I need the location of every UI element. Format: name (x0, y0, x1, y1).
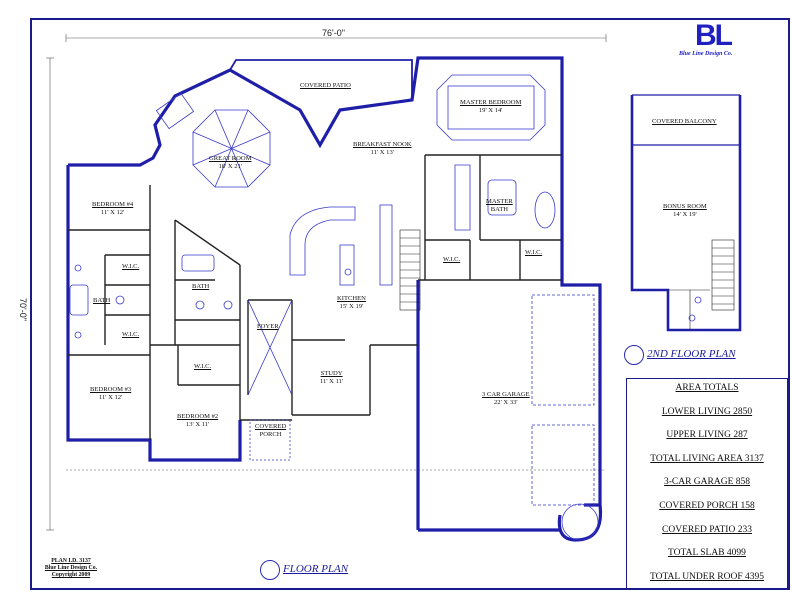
area-row: 3-CAR GARAGE 858 (663, 477, 751, 488)
room-bonus-room: BONUS ROOM 14' X 19' (663, 203, 707, 219)
room-bath-hall: BATH (192, 283, 209, 291)
room-size: BATH (490, 206, 508, 213)
plan-id-block: PLAN I.D. 3137 Blue Line Design Co. Copy… (32, 558, 110, 579)
second-floor-marker (624, 345, 644, 365)
room-size: 11' X 12' (100, 209, 125, 216)
room-size: 22' X 33' (494, 399, 518, 406)
company-logo: BL Blue Line Design Co. (679, 21, 783, 61)
area-row: UPPER LIVING 287 (666, 430, 748, 441)
floor-plan-marker (260, 560, 280, 580)
area-totals-table: AREA TOTALS LOWER LIVING 2850 UPPER LIVI… (626, 378, 788, 590)
room-master-bath: MASTER BATH (486, 198, 513, 214)
room-size: 18' X 21' (218, 163, 243, 170)
room-bedroom-3: BEDROOM #3 11' X 12' (90, 386, 131, 402)
room-wic-master-2: W.I.C. (525, 249, 542, 257)
depth-dimension: 70'-0" (18, 298, 28, 321)
room-name: W.I.C. (194, 363, 212, 370)
room-name: W.I.C. (122, 331, 140, 338)
room-bedroom-2: BEDROOM #2 13' X 11' (177, 413, 218, 429)
room-name: KITCHEN (337, 295, 366, 302)
room-bedroom-4: BEDROOM #4 11' X 12' (92, 201, 133, 217)
area-totals-heading: AREA TOTALS (675, 383, 739, 393)
room-study: STUDY 11' X 11' (320, 370, 343, 386)
area-row: TOTAL UNDER ROOF 4395 (649, 571, 765, 582)
room-wic-bedroom-4: W.I.C. (122, 263, 139, 271)
area-row: COVERED PATIO 233 (662, 524, 752, 535)
room-name: W.I.C. (525, 249, 543, 256)
room-name: BEDROOM #2 (177, 413, 219, 420)
room-wic-master-1: W.I.C. (443, 256, 460, 264)
room-name: COVERED (255, 423, 287, 430)
room-covered-balcony: COVERED BALCONY (652, 118, 717, 126)
room-size: 19' X 14' (478, 107, 503, 114)
room-foyer: FOYER (257, 323, 279, 331)
width-dimension: 76'-0" (322, 28, 345, 38)
room-size: 11' X 12' (98, 394, 123, 401)
room-name: GREAT ROOM (209, 155, 252, 162)
room-covered-porch: COVERED PORCH (255, 423, 286, 439)
room-size: 15' X 19' (339, 303, 364, 310)
room-name: BEDROOM #3 (90, 386, 132, 393)
room-breakfast-nook: BREAKFAST NOOK 11' X 13' (353, 141, 412, 157)
room-name: BONUS ROOM (663, 203, 707, 210)
area-row: COVERED PORCH 158 (659, 500, 755, 511)
plan-copyright: Copyright 2009 (51, 572, 91, 578)
room-name: W.I.C. (443, 256, 461, 263)
plan-company: Blue Line Design Co. (44, 565, 98, 571)
room-kitchen: KITCHEN 15' X 19' (337, 295, 366, 311)
drawing-border (30, 18, 790, 590)
room-master-bedroom: MASTER BEDROOM 19' X 14' (460, 99, 521, 115)
room-name: BATH (93, 297, 111, 304)
room-size: 11' X 13' (370, 149, 394, 156)
logo-text: Blue Line Design Co. (679, 51, 733, 57)
plan-id: PLAN I.D. 3137 (51, 558, 91, 564)
area-row: TOTAL SLAB 4099 (668, 548, 746, 559)
logo-mark: BL (695, 19, 733, 52)
room-name: MASTER BEDROOM (460, 99, 522, 106)
room-size: 11' X 11' (320, 378, 344, 385)
room-name: BEDROOM #4 (92, 201, 134, 208)
floor-plan-title: FLOOR PLAN (283, 563, 349, 575)
room-size: PORCH (259, 431, 282, 438)
room-name: 3 CAR GARAGE (482, 391, 530, 398)
room-bath-jack: BATH (93, 297, 110, 305)
second-floor-title: 2ND FLOOR PLAN (647, 348, 736, 360)
room-name: STUDY (320, 370, 343, 377)
room-name: W.I.C. (122, 263, 140, 270)
room-name: BREAKFAST NOOK (353, 141, 412, 148)
room-size: 14' X 19' (673, 211, 697, 218)
room-name: BATH (192, 283, 210, 290)
room-size: 13' X 11' (185, 421, 210, 428)
room-garage: 3 CAR GARAGE 22' X 33' (482, 391, 530, 407)
room-covered-patio: COVERED PATIO (300, 82, 351, 90)
area-row: TOTAL LIVING AREA 3137 (650, 453, 764, 464)
room-name: COVERED PATIO (300, 82, 351, 89)
room-great-room: GREAT ROOM 18' X 21' (209, 155, 252, 171)
area-row: LOWER LIVING 2850 (661, 406, 753, 417)
room-wic-bedroom-3: W.I.C. (122, 331, 139, 339)
room-name: FOYER (257, 323, 279, 330)
room-name: COVERED BALCONY (652, 118, 717, 125)
room-name: MASTER (486, 198, 513, 205)
room-wic-bedroom-2: W.I.C. (194, 363, 211, 371)
